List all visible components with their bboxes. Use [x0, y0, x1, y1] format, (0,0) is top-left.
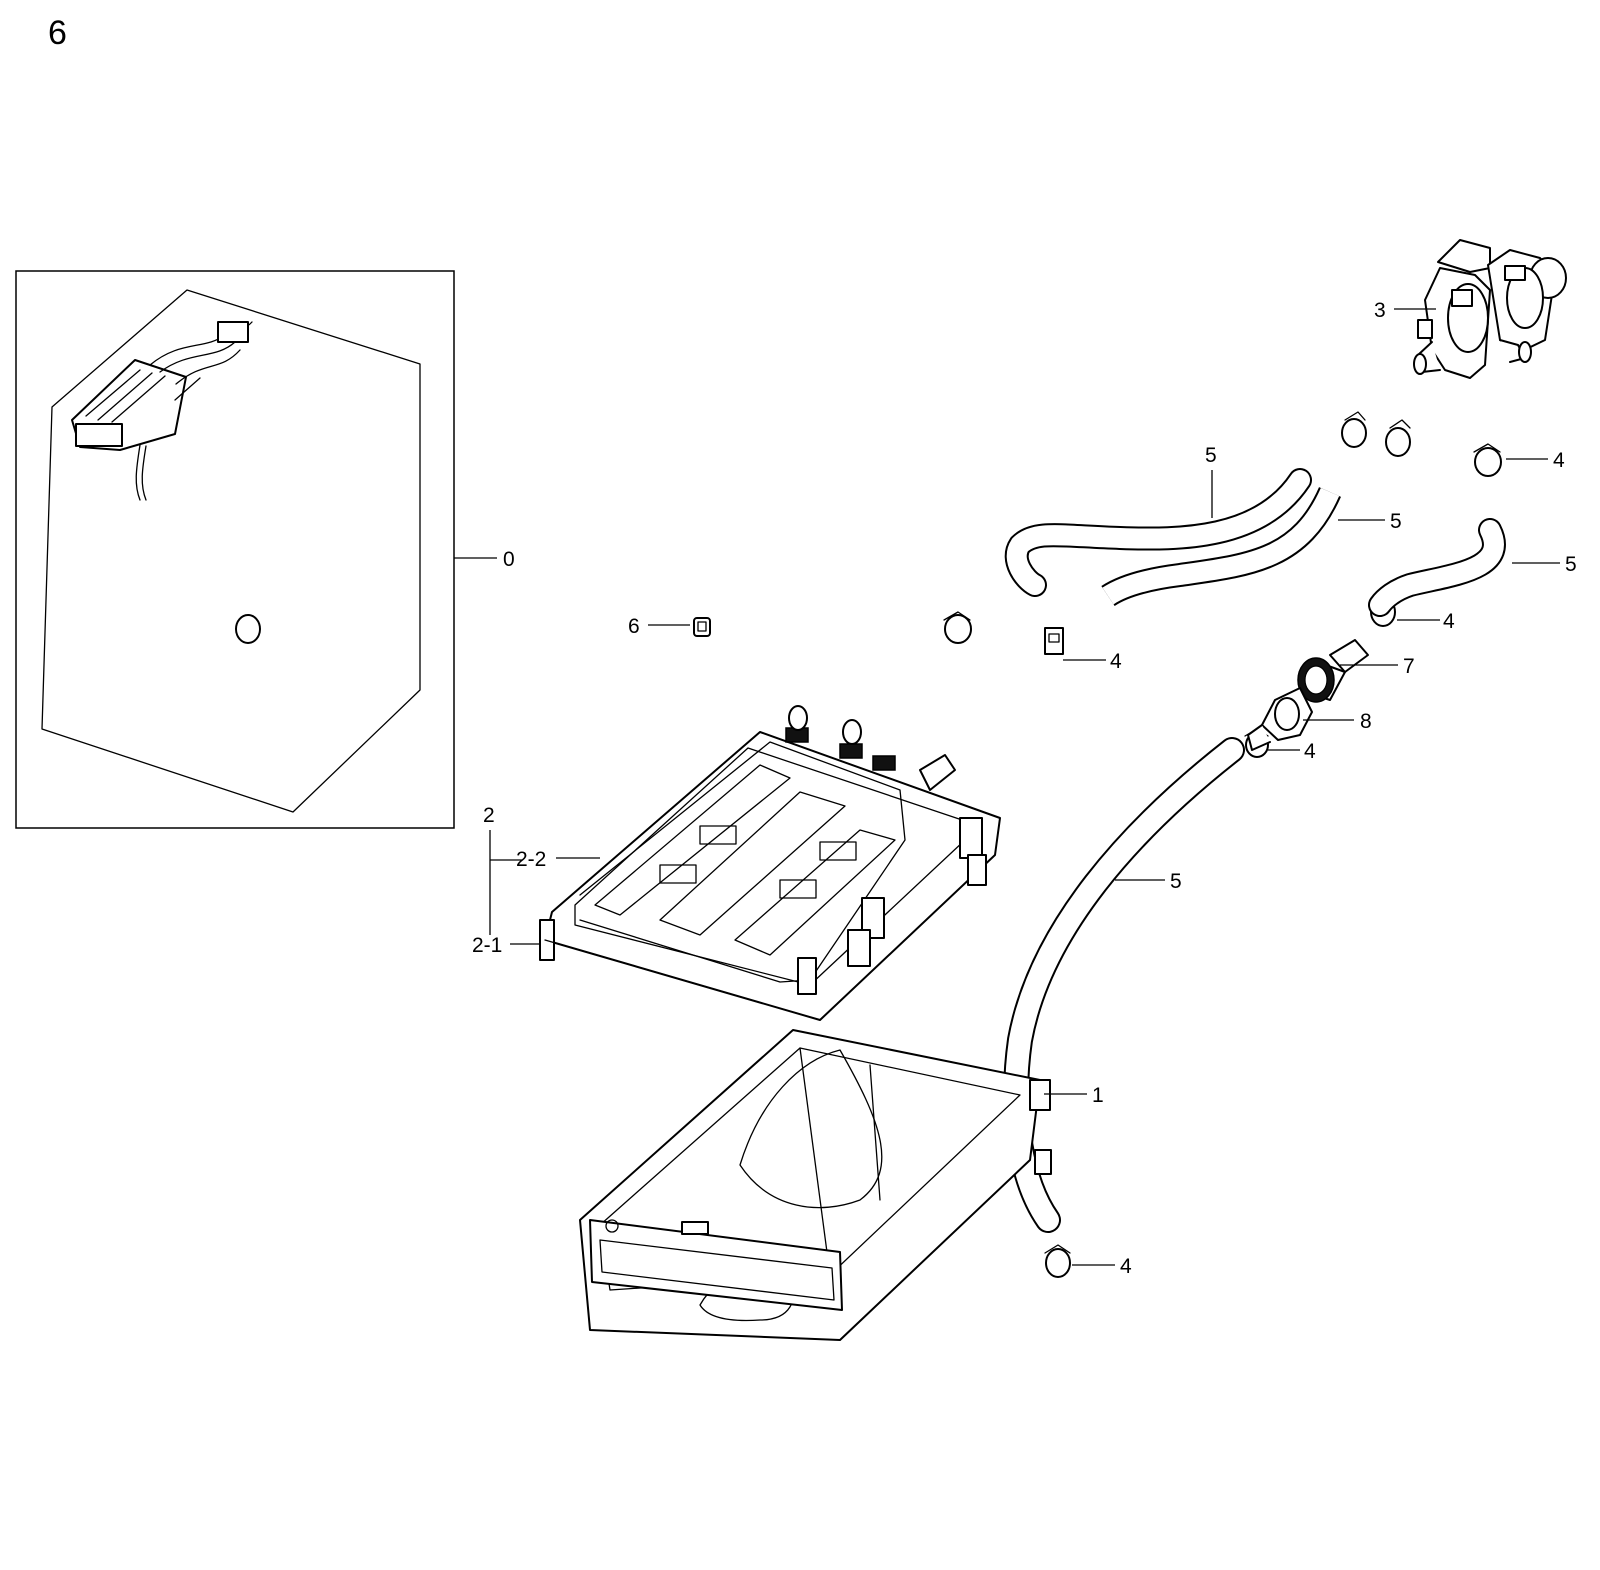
- callout-4a: 4: [1553, 449, 1565, 472]
- hose-part: [1101, 486, 1341, 607]
- callout-2-2: 2-2: [516, 848, 546, 871]
- callout-6: 6: [628, 615, 640, 638]
- callout-5a: 5: [1205, 444, 1217, 467]
- overview-dispenser-thumbnail: [71, 321, 253, 501]
- inlet-connector-part: [1297, 639, 1369, 703]
- hose-clip-part: [1044, 627, 1064, 655]
- elbow-fitting-part: [1247, 687, 1313, 751]
- callout-5c: 5: [1565, 553, 1577, 576]
- callout-8: 8: [1360, 710, 1372, 733]
- callout-7: 7: [1403, 655, 1415, 678]
- callout-2: 2: [483, 804, 495, 827]
- hose-clamp-part: [235, 614, 261, 644]
- hose-clamp-part: [1473, 443, 1502, 477]
- callout-4e: 4: [1120, 1255, 1132, 1278]
- hose-clamp-part: [943, 611, 972, 644]
- grommet-part: [693, 617, 711, 637]
- callout-4c: 4: [1110, 650, 1122, 673]
- callout-0: 0: [503, 548, 515, 571]
- hose-part: [1368, 518, 1506, 617]
- callout-5d: 5: [1170, 870, 1182, 893]
- hose-part: [1004, 468, 1312, 597]
- dispenser-housing-part: [579, 1029, 1052, 1341]
- page-number: 6: [48, 14, 67, 52]
- hose-clamp-part: [1341, 411, 1411, 457]
- hose-clamp-part: [1044, 1244, 1071, 1278]
- callout-4d: 4: [1304, 740, 1316, 763]
- callout-2-1: 2-1: [472, 934, 502, 957]
- assembly-overview-box: [15, 270, 455, 829]
- callout-3: 3: [1374, 299, 1386, 322]
- dispenser-cover-part: [539, 705, 1001, 1021]
- callout-4b: 4: [1443, 610, 1455, 633]
- callout-1: 1: [1092, 1084, 1104, 1107]
- callout-5b: 5: [1390, 510, 1402, 533]
- water-valve-part: [1413, 239, 1567, 379]
